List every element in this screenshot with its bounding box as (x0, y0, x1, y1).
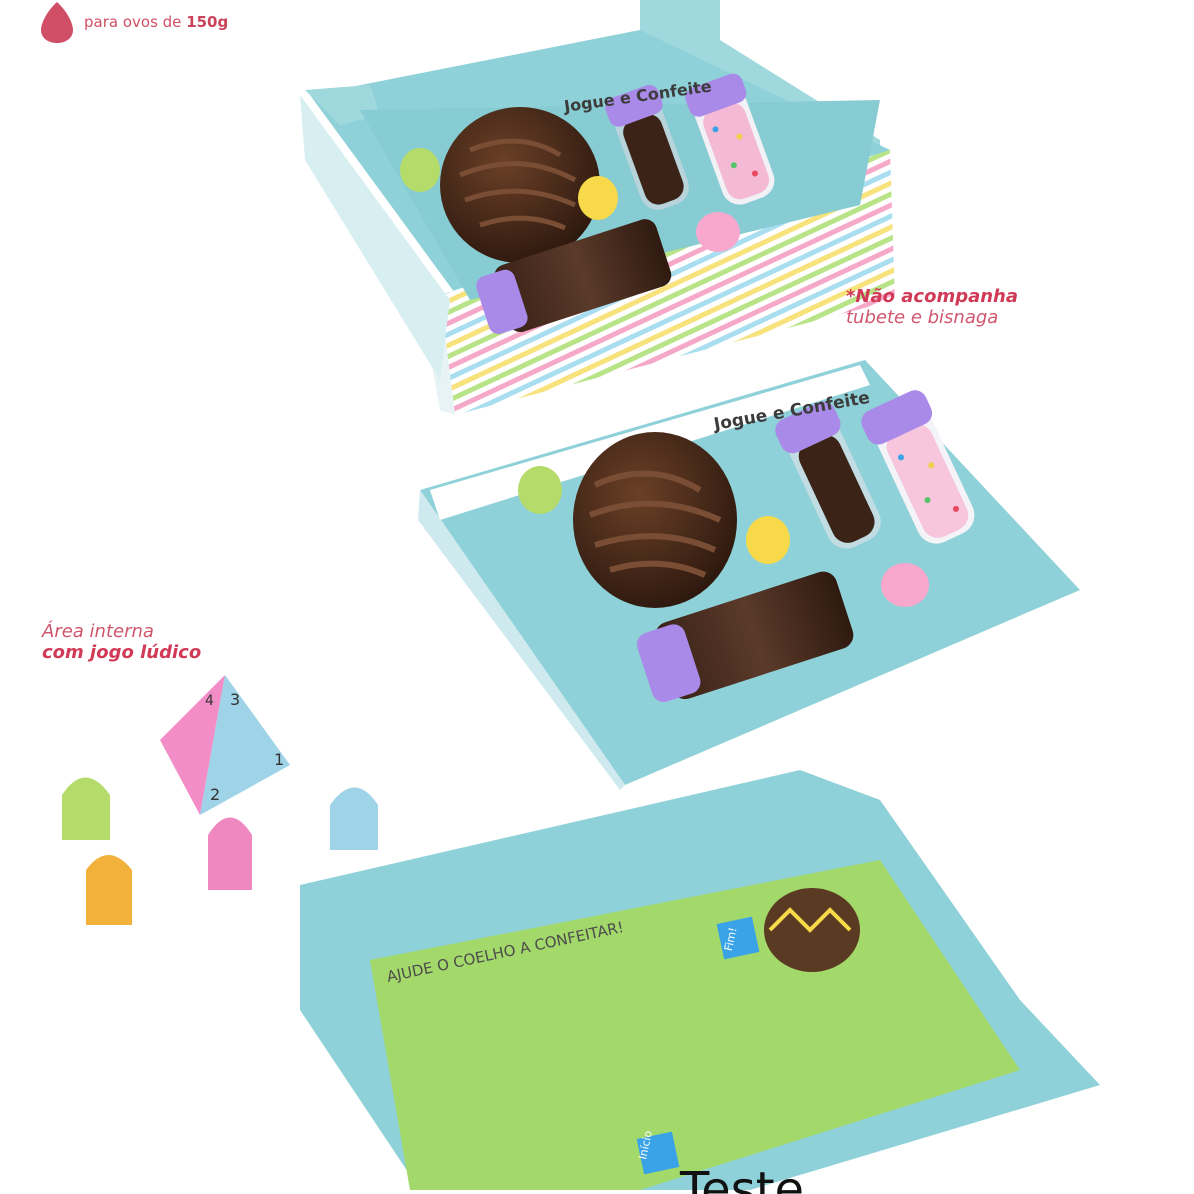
piping-bag-middle (636, 571, 854, 703)
inner-area-title: Área interna (42, 621, 154, 642)
egg-size-prefix: para ovos de (84, 13, 187, 31)
bottom-cut-text: Teste (680, 1162, 805, 1194)
egg-size-text: para ovos de 150g (84, 13, 228, 31)
die-face-1: 1 (274, 750, 284, 769)
die-face-3: 3 (230, 690, 240, 709)
not-included-detail: tubete e bisnaga (846, 307, 999, 328)
chocolate-egg-top (440, 107, 600, 263)
piping-bag-top (476, 219, 672, 334)
inner-area-label: Área interna com jogo lúdico (42, 621, 201, 663)
board-path: Início Fim! (636, 916, 760, 1175)
not-included-title: *Não acompanha (846, 286, 1019, 307)
egg-drop-icon (41, 2, 73, 43)
game-piece-pink (208, 817, 252, 890)
tube-sprinkles-top (685, 73, 775, 205)
board-finish: Fim! (722, 926, 740, 952)
tube-sprinkles-middle (861, 390, 975, 544)
tube-chocolate-top (605, 84, 689, 210)
box-with-lid: Jogue e Confeite (300, 0, 895, 415)
game-piece-yellow (86, 855, 132, 925)
egg-size-label: para ovos de 150g (40, 0, 228, 44)
not-included-note: *Não acompanha tubete e bisnaga (846, 286, 1018, 328)
tube-chocolate-middle (775, 401, 881, 549)
game-piece-blue (330, 787, 378, 850)
die-face-2: 2 (210, 785, 220, 804)
inner-area-detail: com jogo lúdico (42, 642, 202, 663)
egg-size-value: 150g (186, 13, 229, 31)
game-board: AJUDE O COELHO A CONFEITAR! Início Fim! (300, 770, 1100, 1190)
tray-middle: Jogue e Confeite (418, 360, 1080, 790)
chocolate-egg-middle (573, 432, 737, 608)
game-piece-green (62, 777, 110, 840)
board-start: Início (636, 1129, 655, 1160)
die-face-4: 4 (205, 693, 214, 709)
paper-die: 3 2 1 4 (160, 675, 290, 815)
